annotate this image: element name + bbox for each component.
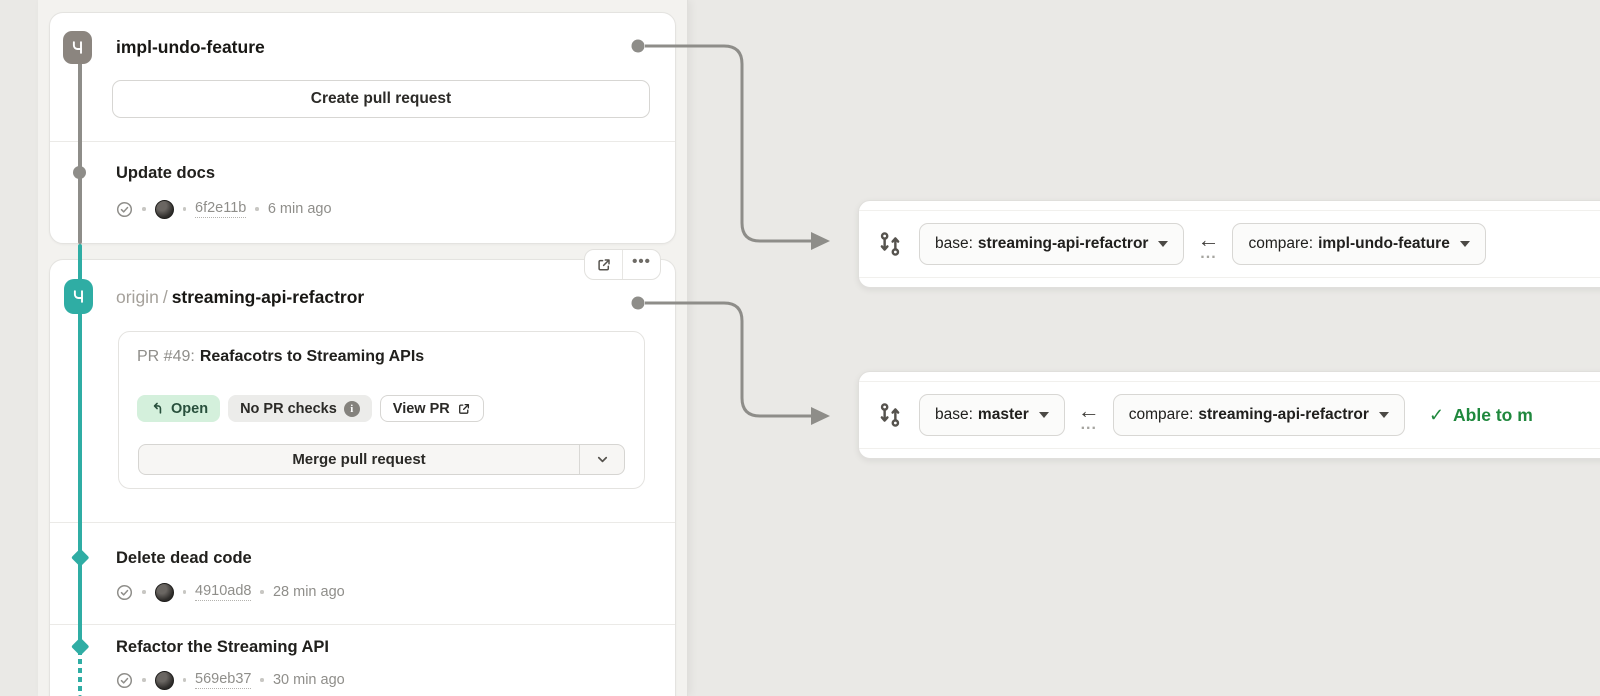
- dot-separator: [260, 590, 264, 594]
- info-icon[interactable]: i: [343, 400, 360, 417]
- merge-split-button: Merge pull request: [138, 444, 625, 475]
- dot-separator: [182, 207, 186, 211]
- base-branch-dropdown[interactable]: base:streaming-api-refactror: [919, 223, 1185, 265]
- commit-hash-link[interactable]: 569eb37: [195, 671, 252, 689]
- commit-title[interactable]: Delete dead code: [116, 549, 252, 567]
- compare-label: compare:: [1128, 406, 1194, 423]
- dot-separator: [142, 207, 146, 211]
- left-arrow-icon: ←: [1197, 227, 1220, 252]
- pull-request-card: PR #49:Reafacotrs to Streaming APIs Open…: [118, 331, 645, 489]
- path-separator: /: [162, 287, 168, 307]
- more-options-button[interactable]: •••: [622, 250, 660, 279]
- merge-options-dropdown[interactable]: [579, 445, 624, 474]
- chevron-down-icon: [597, 456, 607, 463]
- dot-separator: [142, 678, 146, 682]
- divider: [50, 522, 675, 523]
- commit-time: 6 min ago: [267, 201, 332, 217]
- compare-bar: base:master ← ... compare:streaming-api-…: [858, 371, 1600, 459]
- merge-status-text: Able to m: [1453, 404, 1533, 425]
- graph-line-local: [78, 60, 82, 244]
- remote-prefix: origin: [116, 287, 159, 307]
- merge-direction: ← ...: [1077, 398, 1100, 433]
- compare-label: compare:: [1248, 235, 1314, 252]
- base-label: base:: [935, 235, 973, 252]
- pull-request-icon: [153, 402, 162, 414]
- left-arrow-icon: ←: [1077, 398, 1100, 423]
- pr-status-badge: Open: [137, 395, 221, 422]
- commit-time: 30 min ago: [272, 672, 345, 688]
- pr-number-label: PR #49:: [137, 348, 195, 365]
- branch-name[interactable]: impl-undo-feature: [116, 37, 265, 57]
- commit-title[interactable]: Update docs: [116, 164, 216, 182]
- card-actions-group: •••: [584, 249, 661, 280]
- arrowhead-icon: [811, 232, 830, 250]
- external-link-icon: [458, 403, 469, 414]
- compare-branch-name: streaming-api-refactror: [1198, 406, 1369, 423]
- dropdown-caret-icon: [1378, 412, 1389, 418]
- compare-bar: base:streaming-api-refactror ← ... compa…: [858, 200, 1600, 288]
- avatar: [154, 670, 174, 690]
- branch-card: ••• origin/streaming-api-refactror PR #4…: [49, 249, 676, 696]
- create-pull-request-button[interactable]: Create pull request: [112, 80, 650, 118]
- branch-lane-panel: impl-undo-feature Create pull request Up…: [38, 0, 688, 696]
- graph-line-remote-dashed: [78, 650, 82, 696]
- pr-checks-badge: No PR checks i: [228, 395, 372, 422]
- arrowhead-icon: [811, 407, 830, 425]
- merge-pull-request-button[interactable]: Merge pull request: [292, 451, 426, 468]
- dot-separator: [142, 590, 146, 594]
- avatar: [154, 582, 174, 602]
- graph-line-remote: [78, 244, 82, 650]
- git-compare-icon: [880, 403, 900, 427]
- base-branch-name: streaming-api-refactror: [977, 235, 1149, 252]
- check-circle-icon: [116, 584, 133, 600]
- external-link-icon: [597, 258, 610, 271]
- check-icon: ✓: [1428, 404, 1445, 425]
- base-branch-name: master: [977, 406, 1029, 423]
- merge-status: ✓ Able to m: [1429, 405, 1533, 426]
- commit-meta-row: 569eb37 30 min ago: [116, 670, 345, 690]
- commit-meta-row: 6f2e11b 6 min ago: [116, 199, 332, 219]
- commit-time: 28 min ago: [272, 584, 345, 600]
- merge-direction: ← ...: [1197, 227, 1220, 262]
- open-external-button[interactable]: [585, 250, 622, 279]
- remote-branch-name[interactable]: origin/streaming-api-refactror: [116, 286, 364, 308]
- pr-badges-row: Open No PR checks i View PR: [137, 395, 484, 422]
- dot-separator: [182, 590, 186, 594]
- commit-hash-link[interactable]: 4910ad8: [195, 583, 252, 601]
- commit-title[interactable]: Refactor the Streaming API: [116, 638, 330, 656]
- divider: [50, 141, 675, 142]
- git-compare-icon: [880, 232, 900, 256]
- base-branch-dropdown[interactable]: base:master: [919, 394, 1065, 436]
- view-pr-button[interactable]: View PR: [379, 395, 484, 422]
- avatar: [154, 199, 174, 219]
- dropdown-caret-icon: [1158, 241, 1169, 247]
- branch-card: impl-undo-feature Create pull request Up…: [49, 12, 676, 244]
- base-label: base:: [935, 406, 973, 423]
- pr-title: Reafacotrs to Streaming APIs: [199, 348, 425, 365]
- commit-node-icon: [73, 165, 86, 179]
- divider: [50, 624, 675, 625]
- pr-title-row: PR #49:Reafacotrs to Streaming APIs: [137, 346, 424, 368]
- compare-branch-name: impl-undo-feature: [1318, 235, 1450, 252]
- commit-hash-link[interactable]: 6f2e11b: [195, 200, 247, 218]
- commit-meta-row: 4910ad8 28 min ago: [116, 582, 345, 602]
- check-circle-icon: [116, 672, 133, 688]
- dropdown-caret-icon: [1459, 241, 1470, 247]
- branch-name-text: streaming-api-refactror: [171, 287, 365, 307]
- ellipsis: ...: [1200, 245, 1217, 262]
- remote-branch-icon: [64, 279, 93, 314]
- dot-separator: [260, 678, 264, 682]
- compare-branch-dropdown[interactable]: compare:impl-undo-feature: [1232, 223, 1486, 265]
- dropdown-caret-icon: [1038, 412, 1049, 418]
- dot-separator: [182, 678, 186, 682]
- check-circle-icon: [116, 201, 133, 217]
- dot-separator: [255, 207, 259, 211]
- ellipsis: ...: [1080, 416, 1097, 433]
- compare-branch-dropdown[interactable]: compare:streaming-api-refactror: [1112, 394, 1405, 436]
- branch-icon: [63, 31, 92, 64]
